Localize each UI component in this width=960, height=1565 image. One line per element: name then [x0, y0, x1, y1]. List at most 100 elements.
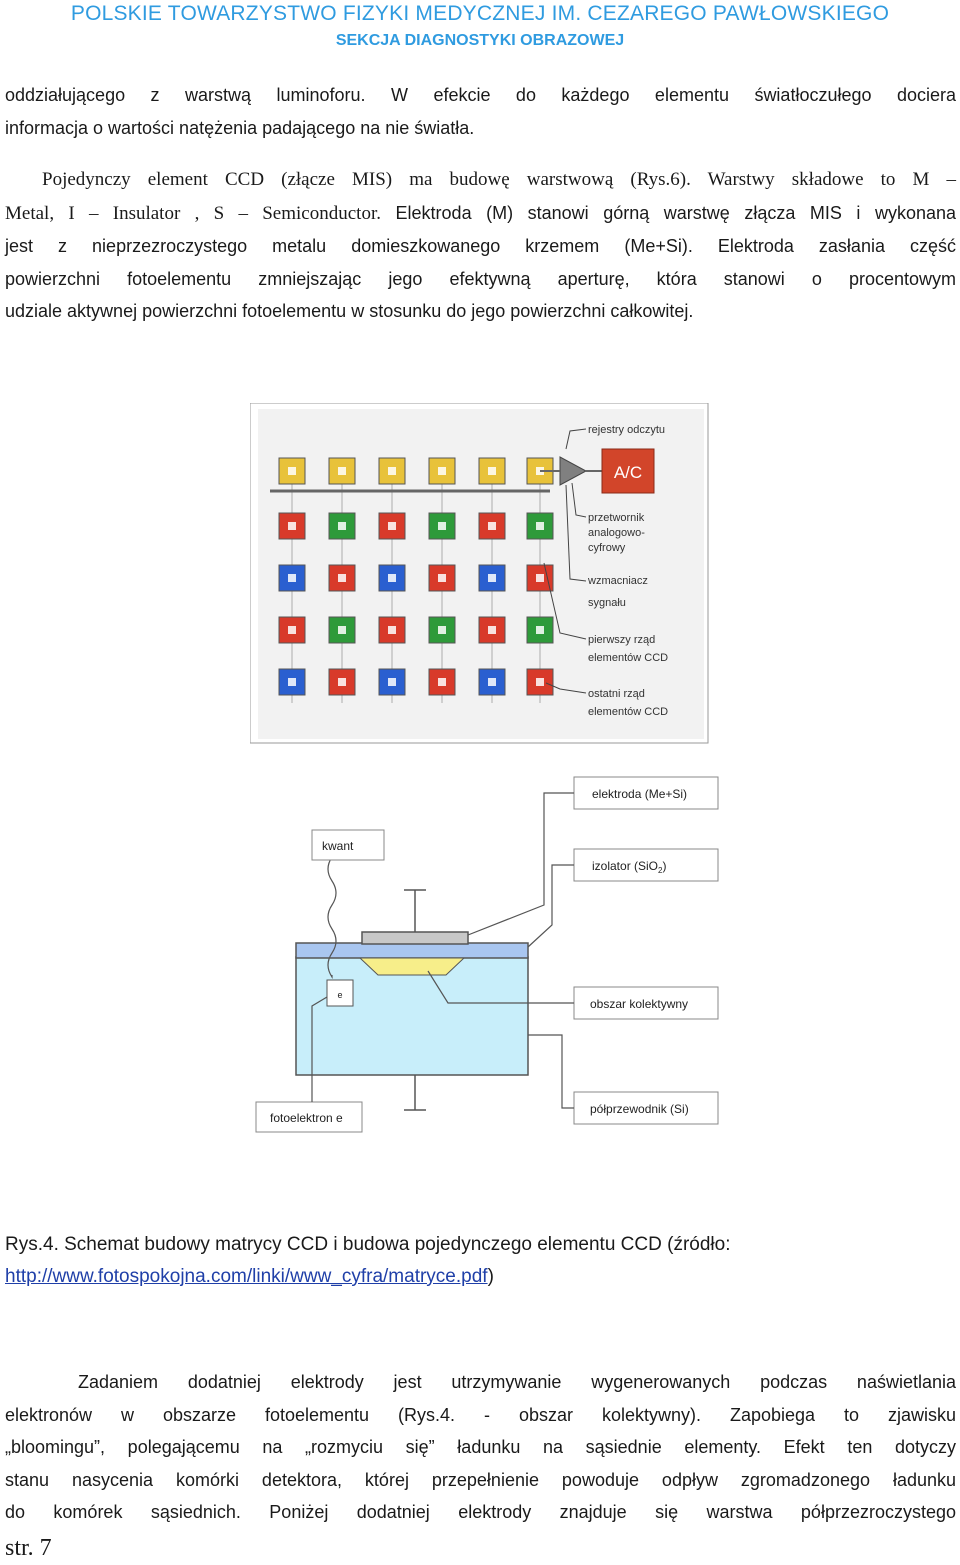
ccd-cell — [526, 616, 554, 644]
ccd-cell-center — [338, 574, 346, 582]
insulator-label-text: izolator (SiO — [592, 859, 658, 873]
amplifier-label-1: wzmacniacz — [587, 575, 648, 587]
ccd-cell-center — [438, 626, 446, 634]
ccd-cell-center — [388, 574, 396, 582]
photoelectron-label: fotoelektron e — [270, 1111, 343, 1125]
ccd-cell — [526, 564, 554, 592]
paragraph-line: elektronów w obszarze fotoelementu (Rys.… — [5, 1404, 956, 1425]
ccd-cell — [378, 668, 406, 696]
paragraph-line: jest z nieprzezroczystego metalu domiesz… — [5, 236, 956, 256]
ccd-cell-center — [338, 626, 346, 634]
ccd-cell-center — [438, 522, 446, 530]
electrode-layer — [361, 931, 469, 945]
ccd-cell-center — [438, 467, 446, 475]
ccd-cell — [526, 668, 554, 696]
ccd-cell-center — [536, 574, 544, 582]
ccd-cell — [328, 668, 356, 696]
ccd-cell-center — [488, 522, 496, 530]
caption-close: ) — [487, 1266, 494, 1287]
adc-box — [601, 448, 655, 494]
ccd-cell — [378, 512, 406, 540]
ccd-cell-center — [288, 467, 296, 475]
electrode-pointer — [467, 792, 574, 936]
converter-label-1: przetwornik — [588, 512, 645, 524]
ccd-cell — [328, 457, 356, 485]
ccd-cell-center — [438, 574, 446, 582]
insulator-pointer — [527, 864, 574, 948]
ccd-cell — [278, 616, 306, 644]
collection-area — [358, 957, 466, 976]
ccd-cell-center — [288, 574, 296, 582]
ccd-cell — [428, 668, 456, 696]
photoelectron-pointer — [311, 996, 328, 1102]
header-title: POLSKIE TOWARZYSTWO FIZYKI MEDYCZNEJ IM.… — [70, 2, 890, 25]
caption-link-line: http://www.fotospokojna.com/linki/www_cy… — [5, 1261, 730, 1293]
ccd-cell-center — [288, 626, 296, 634]
last-row-label-1: ostatni rząd — [588, 688, 645, 700]
paragraph-2: Pojedynczy element CCD (złącze MIS) ma b… — [5, 164, 956, 328]
ccd-cell-body — [278, 457, 306, 485]
photon-path — [327, 856, 337, 979]
readout-pointer — [565, 428, 587, 450]
converter-label-3: cyfrowy — [588, 542, 626, 554]
paragraph-line: do komórek sąsiednich. Poniżej dodatniej… — [5, 1502, 956, 1522]
ccd-cell-center — [388, 522, 396, 530]
ccd-cell — [328, 616, 356, 644]
semiconductor-pointer — [528, 1034, 574, 1109]
photoelectron-label-box — [255, 1101, 363, 1133]
ccd-cell — [378, 616, 406, 644]
electrode-label-box — [573, 776, 719, 810]
ccd-cell-center — [488, 574, 496, 582]
ccd-cell-center — [288, 678, 296, 686]
ccd-cell — [278, 457, 306, 485]
header-subtitle: SEKCJA DIAGNOSTYKI OBRAZOWEJ — [335, 32, 625, 49]
paragraph-fragment: Elektroda (M) stanowi górną warstwę złąc… — [395, 202, 956, 223]
matrix-cells — [278, 457, 554, 696]
last-row-pointer — [545, 682, 587, 694]
paragraph-line: „bloomingu”, polegającemu na „rozmyciu s… — [5, 1437, 956, 1457]
first-row-label-2: elementów CCD — [588, 652, 668, 664]
figure-caption: Rys.4. Schemat budowy matrycy CCD i budo… — [5, 1229, 730, 1293]
ccd-cell-center — [388, 467, 396, 475]
paragraph-line: Metal, I – Insulator , S – Semiconductor… — [5, 197, 956, 231]
ccd-cell-center — [388, 678, 396, 686]
ccd-cell-center — [488, 467, 496, 475]
ccd-cell-center — [388, 626, 396, 634]
amplifier-pointer — [565, 484, 587, 582]
ccd-cell — [428, 457, 456, 485]
ccd-cell — [428, 616, 456, 644]
paragraph-line: Pojedynczy element CCD (złącze MIS) ma b… — [42, 169, 956, 190]
ccd-cell-center — [338, 522, 346, 530]
ccd-cell — [478, 564, 506, 592]
ccd-element-figure: e kwant elektroda (Me+Si) izolator (SiO2… — [255, 776, 719, 1133]
ccd-cell — [328, 564, 356, 592]
ccd-cell — [428, 512, 456, 540]
paragraph-line: stanu nasycenia komórki detektora, które… — [5, 1469, 956, 1490]
ccd-cell — [378, 564, 406, 592]
electron-mark: e — [337, 990, 342, 1000]
page-number: str. 7 — [5, 1535, 52, 1561]
ccd-cell — [378, 457, 406, 485]
ccd-cell — [478, 668, 506, 696]
ccd-cell-body — [278, 668, 306, 696]
quantum-label-box — [311, 829, 385, 861]
ccd-cell — [478, 616, 506, 644]
collection-pointer — [427, 970, 574, 1004]
readout-label: rejestry odczytu — [588, 424, 665, 436]
ccd-cell-center — [438, 678, 446, 686]
paragraph-3: Zadaniem dodatniej elektrody jest utrzym… — [5, 1366, 956, 1529]
source-link[interactable]: http://www.fotospokojna.com/linki/www_cy… — [5, 1266, 488, 1287]
collection-label: obszar kolektywny — [590, 997, 688, 1011]
converter-label-2: analogowo- — [588, 527, 645, 539]
paragraph-line: udziale aktywnej powierzchni fotoelement… — [5, 301, 694, 321]
semiconductor-label-box — [573, 1091, 719, 1125]
ccd-cell-center — [338, 467, 346, 475]
paragraph-line: oddziałującego z warstwą luminoforu. W e… — [5, 85, 956, 105]
adc-label: A/C — [614, 463, 642, 482]
ccd-cell-center — [536, 626, 544, 634]
ccd-cell-center — [488, 626, 496, 634]
insulator-label-end: ) — [662, 859, 666, 873]
first-row-label-1: pierwszy rząd — [588, 634, 655, 646]
paragraph-line: Zadaniem dodatniej elektrody jest utrzym… — [78, 1372, 956, 1392]
ccd-cell-center — [338, 678, 346, 686]
